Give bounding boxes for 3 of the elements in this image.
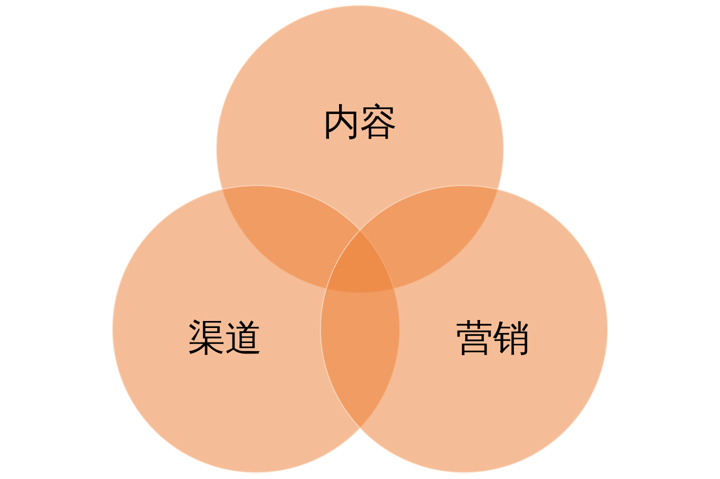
circle-label: 营销 — [456, 320, 530, 356]
circle-label: 渠道 — [188, 320, 262, 356]
circle-label: 内容 — [323, 104, 397, 140]
